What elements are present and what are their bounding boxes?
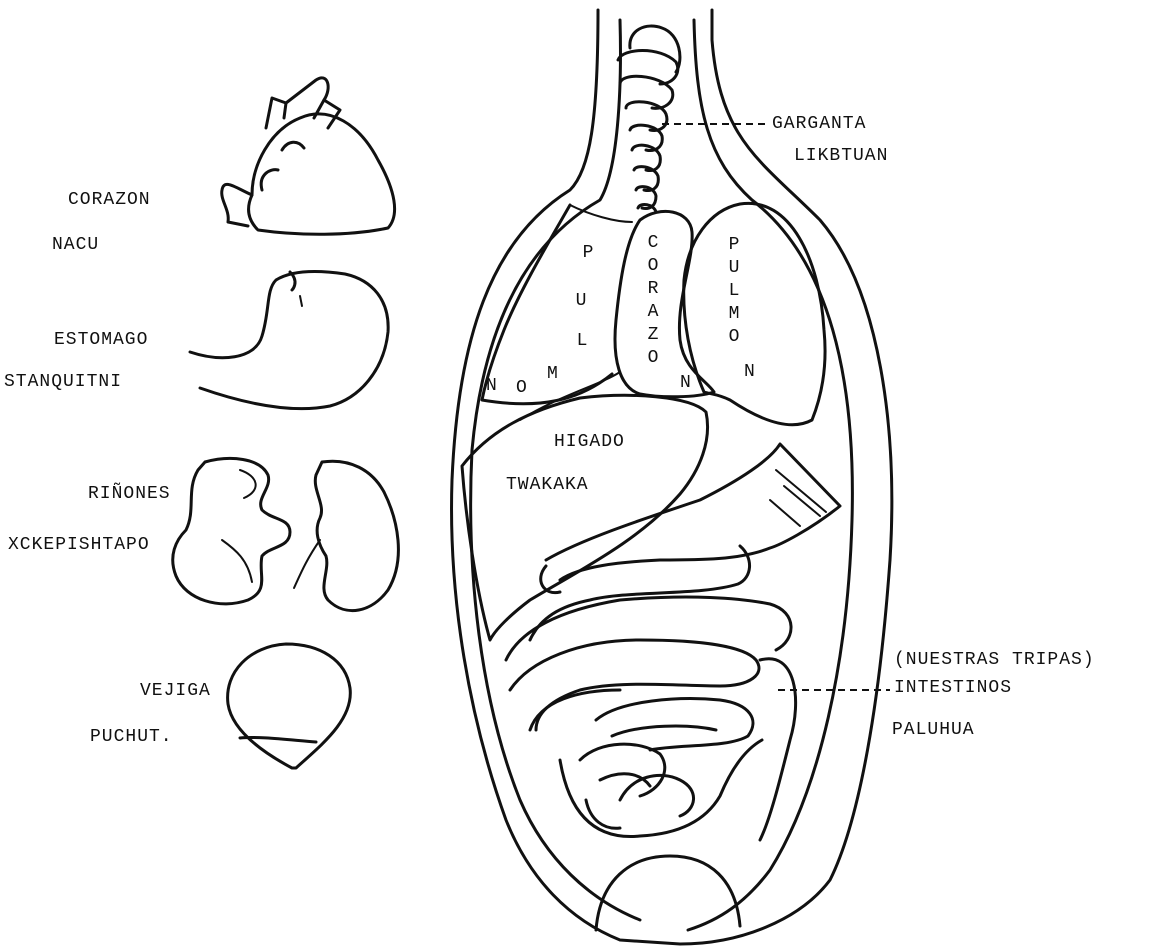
label-intestines-note: (NUESTRAS TRIPAS) <box>894 650 1095 670</box>
label-heart-native: NACU <box>52 235 99 255</box>
heart-letter: R <box>643 278 663 301</box>
pelvis-drawing <box>596 856 740 930</box>
left-lung-bottom-letter-3: M <box>547 364 559 384</box>
label-bladder: VEJIGA <box>140 681 211 701</box>
label-intestines-native: PALUHUA <box>892 720 975 740</box>
label-throat-native: LIKBTUAN <box>794 146 888 166</box>
label-throat: GARGANTA <box>772 114 866 134</box>
right-lung-letter: L <box>724 280 744 303</box>
left-lung-letter: U <box>564 290 598 330</box>
label-liver: HIGADO <box>554 432 625 452</box>
stomach-drawing <box>190 272 388 409</box>
right-lung-letter-last: N <box>744 362 756 382</box>
label-bladder-native: PUCHUT. <box>90 727 173 747</box>
heart-drawing <box>222 78 395 234</box>
label-kidneys: RIÑONES <box>88 484 171 504</box>
right-lung-letter: U <box>724 257 744 280</box>
torso-heart-letters: C O R A Z O <box>643 232 663 370</box>
left-lung-bottom-letter-1: N <box>486 376 498 396</box>
right-lung-letters: P U L M O <box>724 234 744 349</box>
left-lung-bottom-letter-2: O <box>516 378 528 398</box>
heart-letter: A <box>643 301 663 324</box>
heart-letter-last: N <box>680 373 692 393</box>
trachea-drawing <box>618 26 680 212</box>
kidneys-drawing <box>173 458 399 610</box>
heart-letter: Z <box>643 324 663 347</box>
label-stomach: ESTOMAGO <box>54 330 148 350</box>
torso-heart-drawing <box>615 211 714 396</box>
left-lung-letter: L <box>566 330 598 353</box>
left-lung-letters: P U L <box>578 242 598 353</box>
label-heart: CORAZON <box>68 190 151 210</box>
heart-letter: C <box>643 232 663 255</box>
intestines-drawing <box>506 597 796 840</box>
bladder-drawing <box>228 644 351 768</box>
right-lung-letter: P <box>724 234 744 257</box>
heart-letter: O <box>643 347 663 370</box>
right-lung-drawing <box>684 203 825 424</box>
label-stomach-native: STANQUITNI <box>4 372 122 392</box>
left-lung-letter: P <box>578 242 598 290</box>
right-lung-letter: O <box>724 326 744 349</box>
label-liver-native: TWAKAKA <box>506 475 589 495</box>
right-lung-letter: M <box>724 303 744 326</box>
label-kidneys-native: XCKEPISHTAPO <box>8 535 150 555</box>
label-intestines: INTESTINOS <box>894 678 1012 698</box>
heart-letter: O <box>643 255 663 278</box>
